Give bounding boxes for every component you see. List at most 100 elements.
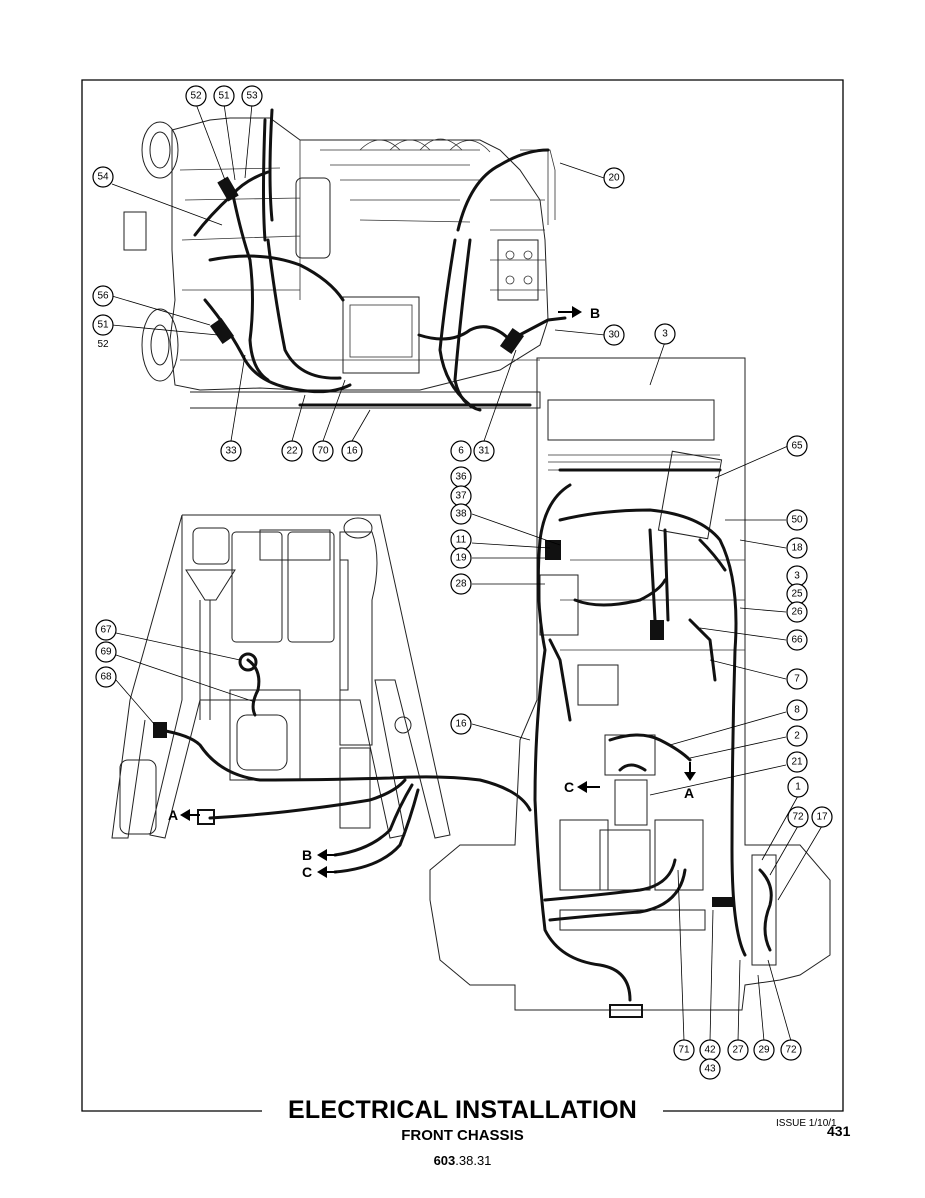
engine-wiring	[193, 108, 567, 412]
callout-72-lower: 72	[780, 1039, 802, 1061]
callout-54: 54	[92, 166, 114, 188]
callout-70: 70	[312, 440, 334, 462]
svg-text:51: 51	[97, 320, 109, 331]
svg-text:72: 72	[792, 812, 804, 823]
svg-text:28: 28	[455, 579, 467, 590]
page-frame	[81, 79, 844, 1112]
callout-19: 19	[450, 547, 472, 569]
callout-31: 31	[473, 440, 495, 462]
svg-text:16: 16	[455, 719, 467, 730]
callout-17: 17	[811, 806, 833, 828]
svg-text:20: 20	[608, 173, 620, 184]
chassis-illustration	[429, 357, 831, 1011]
callout-53: 53	[241, 85, 263, 107]
callout-16-bottom: 16	[450, 713, 472, 735]
callout-20: 20	[603, 167, 625, 189]
connector-arrows: B A B C C A	[168, 305, 696, 880]
callout-69: 69	[95, 641, 117, 663]
callout-2: 2	[786, 725, 808, 747]
svg-text:30: 30	[608, 330, 620, 341]
svg-text:25: 25	[791, 589, 803, 600]
svg-text:69: 69	[100, 647, 112, 658]
svg-text:67: 67	[100, 625, 112, 636]
connector-label-a-top: A	[684, 785, 694, 801]
svg-text:53: 53	[246, 91, 258, 102]
callouts: 52 51 53 54 20 56 51 52 30 3 33 22 70 16…	[92, 85, 833, 1080]
callout-6: 6	[450, 440, 472, 462]
stacked-label-52: 52	[97, 339, 109, 350]
svg-text:3: 3	[794, 571, 800, 582]
callout-36: 36	[450, 466, 472, 488]
callout-71: 71	[673, 1039, 695, 1061]
svg-text:37: 37	[455, 491, 467, 502]
callout-65: 65	[786, 435, 808, 457]
svg-text:8: 8	[794, 705, 800, 716]
page-subtitle: FRONT CHASSIS	[401, 1127, 524, 1144]
callout-67: 67	[95, 619, 117, 641]
callout-66: 66	[786, 629, 808, 651]
callout-16-top: 16	[341, 440, 363, 462]
svg-text:22: 22	[286, 446, 298, 457]
svg-text:33: 33	[225, 446, 237, 457]
connector-label-b-top: B	[590, 305, 600, 321]
callout-30: 30	[603, 324, 625, 346]
reference-rest: .38.31	[455, 1153, 492, 1168]
svg-text:6: 6	[458, 446, 464, 457]
callout-27: 27	[727, 1039, 749, 1061]
svg-text:2: 2	[794, 731, 800, 742]
callout-29: 29	[753, 1039, 775, 1061]
issue-label: ISSUE 1/10/1	[776, 1118, 837, 1129]
svg-text:18: 18	[791, 543, 803, 554]
reference-bold: 603	[433, 1153, 456, 1168]
svg-text:26: 26	[791, 607, 803, 618]
callout-25: 25	[786, 583, 808, 605]
callout-11: 11	[450, 529, 472, 551]
svg-text:3: 3	[662, 329, 668, 340]
chassis-wiring	[533, 468, 773, 1018]
callout-72-upper: 72	[787, 806, 809, 828]
callout-8: 8	[786, 699, 808, 721]
callout-3-top: 3	[654, 323, 676, 345]
svg-text:11: 11	[456, 535, 467, 546]
callout-7: 7	[786, 668, 808, 690]
svg-text:56: 56	[97, 291, 109, 302]
svg-text:65: 65	[791, 441, 803, 452]
leader-lines	[111, 103, 823, 1042]
svg-text:72: 72	[785, 1045, 797, 1056]
engine-illustration	[123, 117, 556, 409]
callout-3-mid: 3	[786, 565, 808, 587]
callout-1: 1	[787, 776, 809, 798]
svg-text:68: 68	[100, 672, 112, 683]
frame-wiring	[153, 652, 532, 874]
callout-51-lower: 51	[92, 314, 114, 336]
svg-text:52: 52	[190, 91, 202, 102]
connector-label-b-left: B	[302, 847, 312, 863]
svg-text:16: 16	[346, 446, 358, 457]
svg-text:50: 50	[791, 515, 803, 526]
callout-51: 51	[213, 85, 235, 107]
svg-text:51: 51	[218, 91, 230, 102]
svg-text:43: 43	[704, 1064, 716, 1075]
svg-text:38: 38	[455, 509, 467, 520]
svg-text:70: 70	[317, 446, 329, 457]
page-title: ELECTRICAL INSTALLATION	[287, 1096, 638, 1124]
connector-label-c-left: C	[302, 864, 312, 880]
connector-label-a-left: A	[168, 807, 178, 823]
svg-text:1: 1	[795, 782, 801, 793]
callout-52: 52	[185, 85, 207, 107]
frame-illustration	[111, 514, 451, 839]
callout-50: 50	[786, 509, 808, 531]
document-reference: 603.38.31	[0, 1153, 925, 1168]
callout-18: 18	[786, 537, 808, 559]
svg-text:19: 19	[455, 553, 467, 564]
svg-text:27: 27	[732, 1045, 744, 1056]
callout-26: 26	[786, 601, 808, 623]
callout-56: 56	[92, 285, 114, 307]
callout-42: 42	[699, 1039, 721, 1061]
svg-text:29: 29	[758, 1045, 770, 1056]
svg-text:7: 7	[794, 674, 800, 685]
callout-33: 33	[220, 440, 242, 462]
svg-text:31: 31	[478, 446, 490, 457]
callout-38: 38	[450, 503, 472, 525]
svg-text:71: 71	[678, 1045, 690, 1056]
